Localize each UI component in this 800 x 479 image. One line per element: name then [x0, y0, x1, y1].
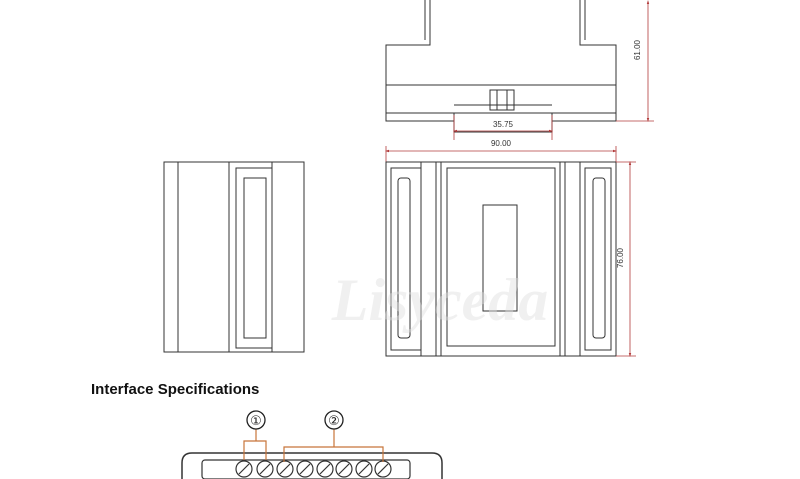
- watermark: Lisyceda: [331, 267, 549, 333]
- screw-slot: [377, 463, 389, 475]
- screw-slot: [299, 463, 311, 475]
- screw-slot: [319, 463, 331, 475]
- callout-2: ②: [324, 410, 344, 430]
- front-view: [385, 161, 617, 357]
- callout-2-label: ②: [328, 414, 340, 429]
- side-view: [163, 161, 305, 353]
- dim-front-width-label: 90.00: [491, 139, 512, 148]
- dim-top-height-label: 61.00: [633, 39, 642, 60]
- dim-top-width: [453, 115, 553, 140]
- screw-slot: [358, 463, 370, 475]
- screw-slot: [238, 463, 250, 475]
- dim-front-width: [385, 146, 617, 162]
- dim-top-height: [616, 0, 654, 122]
- dim-top-width-label: 35.75: [493, 120, 514, 129]
- callout-1: ①: [246, 410, 266, 430]
- callout-1-label: ①: [250, 414, 262, 429]
- terminal-block: [181, 452, 443, 479]
- screw-slot: [279, 463, 291, 475]
- dim-front-height: [616, 161, 636, 357]
- top-view: [385, 0, 617, 133]
- section-title: Interface Specifications: [91, 381, 260, 398]
- screw-slot: [259, 463, 271, 475]
- callout-brackets: [243, 429, 384, 462]
- dim-front-height-label: 76.00: [616, 247, 625, 268]
- screw-slot: [338, 463, 350, 475]
- terminal-screws: [235, 460, 392, 478]
